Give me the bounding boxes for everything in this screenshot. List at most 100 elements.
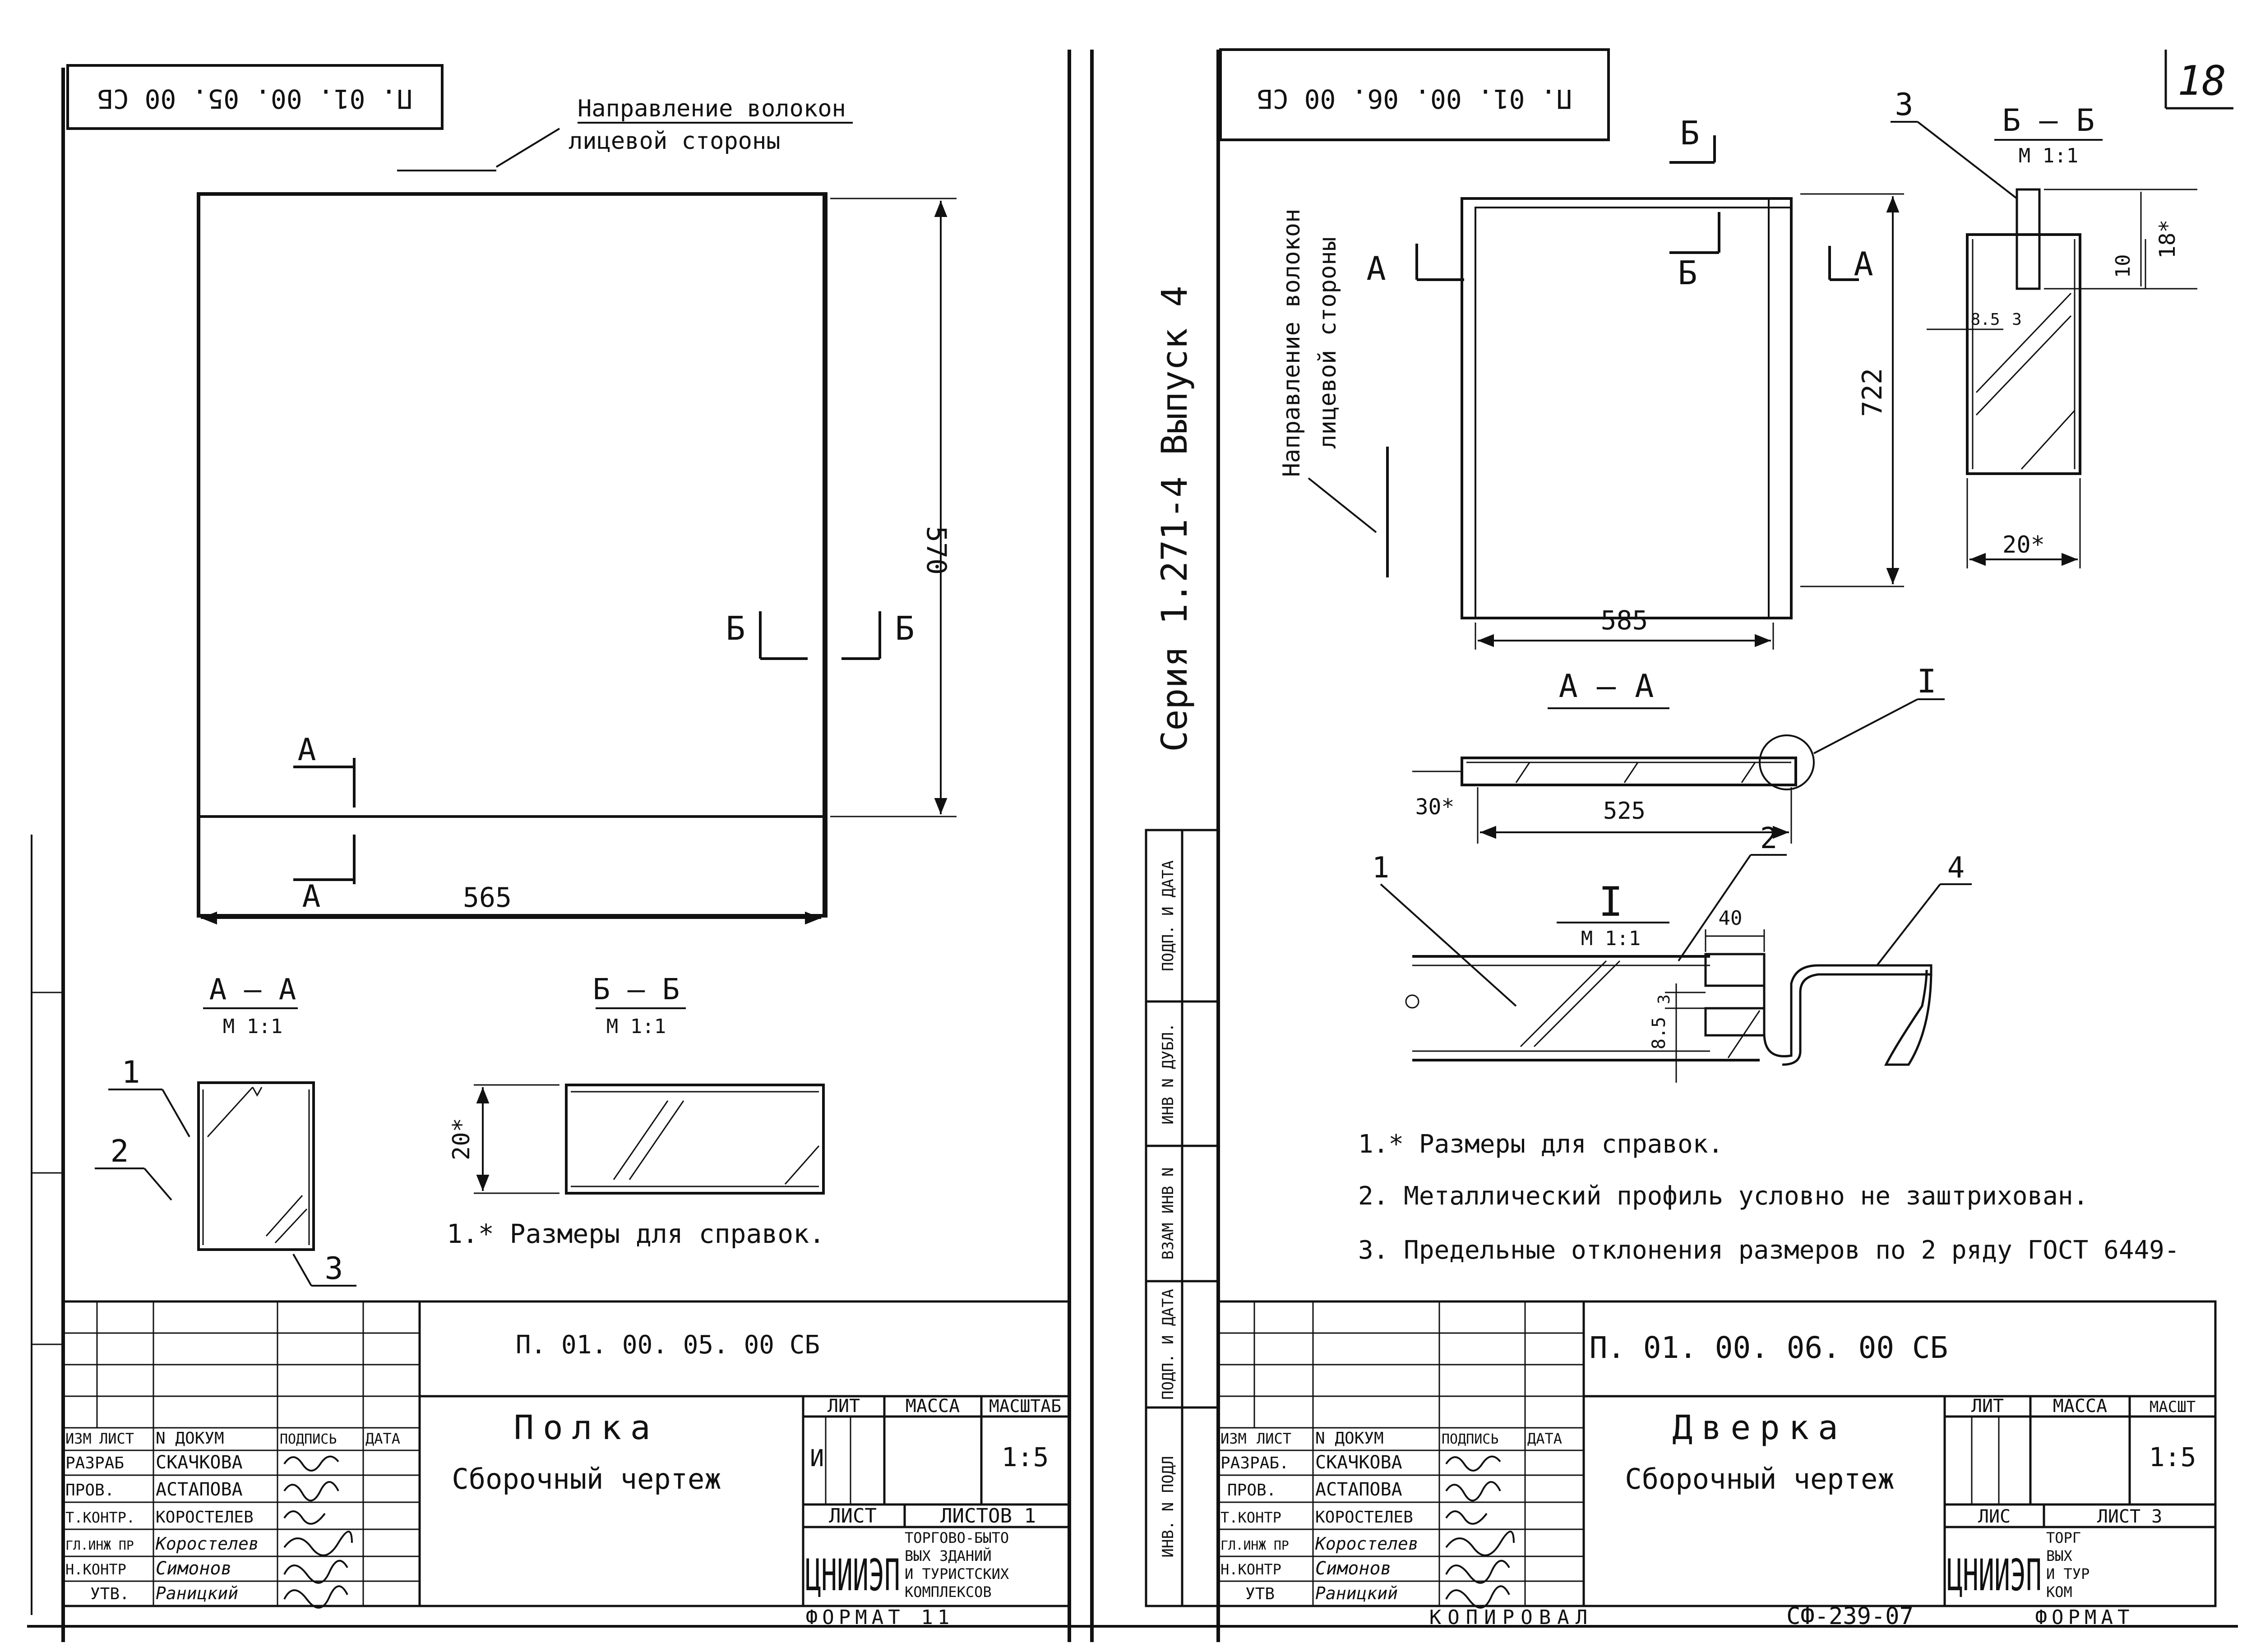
left-tb-row-tkontr: Т.КОНТР.	[65, 1509, 135, 1526]
left-tb-scale-value: 1:5	[1002, 1442, 1049, 1472]
left-tb-code: П. 01. 00. 05. 00 СБ	[516, 1330, 820, 1360]
right-tb-h-izm: ИЗМ	[1220, 1430, 1247, 1447]
page-number-box: 18	[2164, 50, 2233, 110]
right-section-bb: Б – Б М 1:1 18* 10 8.5 3 20* 3	[1891, 87, 2197, 568]
page-number: 18	[2177, 57, 2226, 105]
right-tb-sheets-label: ЛИСТ 3	[2097, 1506, 2163, 1527]
left-tb-doctype: Сборочный чертеж	[452, 1463, 721, 1495]
series-text: Серия 1.271-4 Выпуск 4	[1155, 286, 1195, 752]
left-tb-org-desc-2: И ТУРИСТСКИХ	[905, 1565, 1009, 1583]
left-note: 1.* Размеры для справок.	[447, 1218, 825, 1249]
left-grain-line2: лицевой стороны	[569, 128, 781, 155]
right-aa-dim-525: 525	[1603, 798, 1646, 825]
right-detail-callout-4: 4	[1947, 851, 1965, 885]
left-title-block: П. 01. 00. 05. 00 СБ Полка Сборочный чер…	[62, 1300, 1071, 1629]
right-tb-org: ЦНИИЭП	[1947, 1550, 2042, 1601]
right-aa-dim-30: 30*	[1415, 794, 1455, 820]
right-cut-a-left: А	[1366, 249, 1386, 287]
left-tb-name-5: Раницкий	[156, 1583, 238, 1603]
right-tb-org-desc-2: И ТУР	[2046, 1565, 2090, 1583]
left-tb-org: ЦНИИЭП	[805, 1550, 900, 1601]
left-tb-scale-label: МАСШТАБ	[989, 1396, 1061, 1416]
left-tb-org-desc-1: ВЫХ ЗДАНИЙ	[905, 1547, 992, 1564]
right-tb-row-glinzh: ГЛ.ИНЖ ПР	[1220, 1538, 1289, 1553]
left-bb-dim: 20*	[448, 1118, 475, 1160]
left-tb-name: Полка	[514, 1408, 660, 1447]
right-bb-callout: 3	[1895, 87, 1914, 123]
left-section-aa: А – А М 1:1 1 2 3	[95, 973, 356, 1287]
right-tb-name-5: Раницкий	[1315, 1583, 1398, 1603]
right-note-2: 2. Металлический профиль условно не зашт…	[1358, 1181, 2088, 1211]
left-aa-scale: М 1:1	[223, 1015, 282, 1038]
footer-code: СФ-239-07	[1786, 1603, 1914, 1630]
right-panel-drawing	[1415, 135, 1904, 650]
left-grain-label: Направление волокон лицевой стороны	[397, 95, 853, 171]
right-cut-b-top: Б	[1680, 114, 1699, 152]
left-tb-lit-value: И	[810, 1445, 824, 1472]
right-tb-h-date: ДАТА	[1527, 1430, 1562, 1447]
left-aa-title: А – А	[209, 973, 296, 1006]
side-stamp-2: ВЗАМ ИНВ N	[1159, 1167, 1177, 1260]
left-code-box: П. 01. 00. 05. 00 СБ	[66, 64, 444, 130]
left-tb-name-4: Симонов	[156, 1558, 232, 1579]
left-tb-format: ФОРМАТ 11	[806, 1606, 954, 1629]
left-callout-1: 1	[122, 1055, 140, 1090]
right-bb-scale: М 1:1	[2019, 144, 2078, 167]
left-tb-lit-label: ЛИТ	[828, 1396, 860, 1417]
side-stamp-3: ИНВ N ДУБЛ.	[1159, 1023, 1177, 1124]
left-tb-row-nkontr: Н.КОНТР	[65, 1561, 126, 1578]
right-bb-dim-85: 8.5	[1970, 310, 2000, 329]
right-tb-signatures	[1445, 1455, 1515, 1609]
left-tb-sheets-label: ЛИСТОВ 1	[940, 1504, 1036, 1527]
right-tb-org-desc-0: ТОРГ	[2046, 1529, 2081, 1546]
left-bb-title: Б – Б	[593, 973, 680, 1006]
right-title-block: П. 01. 00. 06. 00 СБ Дверка Сборочный че…	[1217, 1300, 2217, 1629]
right-tb-h-sign: ПОДПИСЬ	[1442, 1431, 1498, 1447]
right-tb-code: П. 01. 00. 06. 00 СБ	[1590, 1330, 1948, 1365]
right-tb-row-tkontr: Т.КОНТР	[1220, 1509, 1281, 1526]
right-tb-name-3: Коростелев	[1315, 1534, 1419, 1554]
right-tb-h-list: ЛИСТ	[1257, 1430, 1291, 1447]
right-tb-mass-label: МАССА	[2053, 1396, 2107, 1417]
left-cut-a-top: А	[298, 732, 316, 768]
left-tb-name-3: Коростелев	[155, 1534, 259, 1554]
right-notes: 1.* Размеры для справок. 2. Металлически…	[1358, 1130, 2180, 1265]
right-note-1: 1.* Размеры для справок.	[1358, 1130, 1723, 1159]
left-tb-mass-label: МАССА	[906, 1396, 960, 1417]
right-tb-lit-label: ЛИТ	[1971, 1396, 2004, 1417]
right-tb-row-razrab: РАЗРАБ.	[1220, 1454, 1289, 1472]
left-tb-h-izm: ИЗМ	[65, 1430, 92, 1447]
left-tb-row-utv: УТВ.	[90, 1585, 129, 1603]
footer-copied: КОПИРОВАЛ	[1429, 1606, 1594, 1629]
right-tb-name-4: Симонов	[1315, 1558, 1392, 1579]
left-tb-row-razrab: РАЗРАБ	[65, 1454, 124, 1472]
right-tb-row-nkontr: Н.КОНТР	[1220, 1561, 1281, 1578]
left-dim-width: 565	[463, 882, 512, 914]
right-tb-row-utv: УТВ	[1245, 1585, 1275, 1603]
right-bb-dim-10: 10	[2112, 254, 2135, 278]
right-aa-title: А – А	[1559, 668, 1654, 705]
right-tb-org-desc-1: ВЫХ	[2046, 1547, 2072, 1564]
left-cut-b-left: Б	[726, 609, 745, 647]
left-section-bb: Б – Б М 1:1 20*	[448, 973, 825, 1195]
right-tb-name-1: АСТАПОВА	[1315, 1479, 1402, 1500]
left-tb-sheet-label: ЛИСТ	[829, 1504, 877, 1527]
right-detail-i: I М 1:1 4	[1372, 822, 1972, 1083]
side-stamp-0: ИНВ. N ПОДЛ	[1159, 1456, 1177, 1557]
right-tb-name-2: КОРОСТЕЛЕВ	[1315, 1508, 1413, 1527]
right-bb-title: Б – Б	[2002, 103, 2095, 138]
left-tb-org-desc-3: КОМПЛЕКСОВ	[905, 1583, 992, 1601]
left-tb-row-prov: ПРОВ.	[65, 1481, 114, 1500]
right-tb-name-0: СКАЧКОВА	[1315, 1452, 1402, 1473]
left-grain-line1: Направление волокон	[578, 95, 846, 122]
left-tb-org-desc-0: ТОРГОВО-БЫТО	[905, 1529, 1009, 1546]
left-tb-signatures	[283, 1455, 353, 1609]
right-detail-callout-1: 1	[1372, 851, 1390, 885]
right-code-flipped: П. 01. 00. 06. 00 СБ	[1257, 83, 1572, 114]
right-bb-dim-20: 20*	[2002, 531, 2045, 558]
left-code-flipped: П. 01. 00. 05. 00 СБ	[97, 83, 412, 114]
right-tb-row-prov: ПРОВ.	[1227, 1481, 1276, 1500]
side-stamp-4: ПОДП. И ДАТА	[1159, 860, 1177, 971]
left-dim-height: 570	[920, 526, 952, 575]
